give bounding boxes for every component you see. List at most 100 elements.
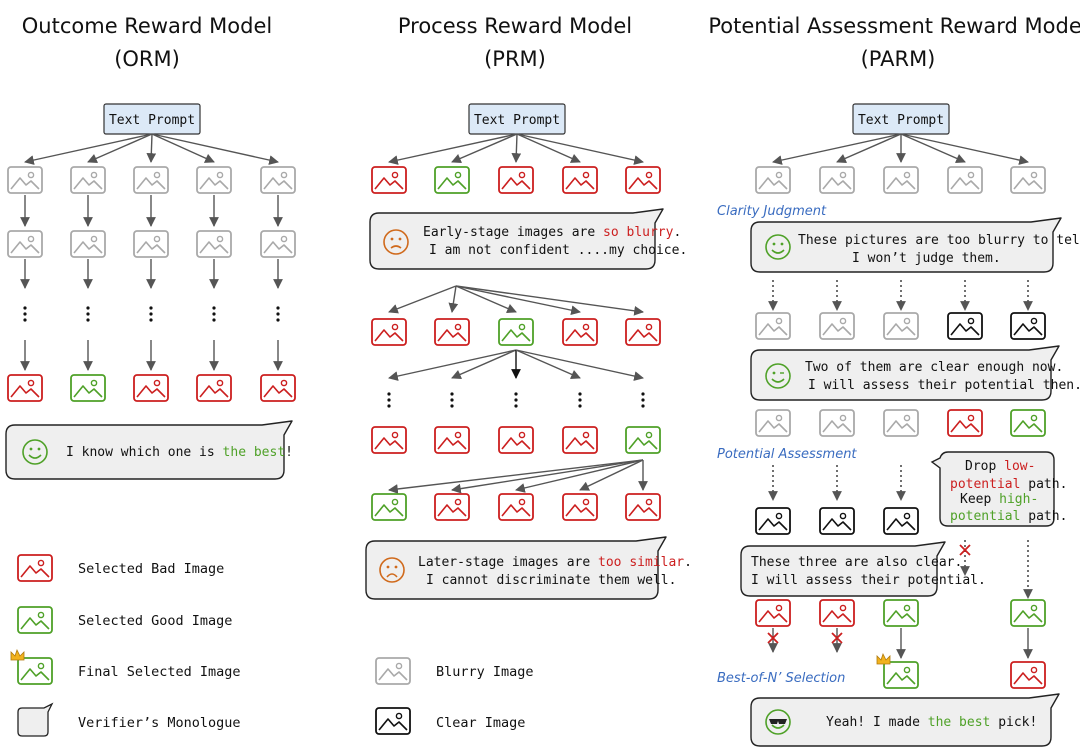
image-frame <box>947 312 983 340</box>
image-sun <box>391 323 399 331</box>
parm-row3-blurry-image <box>755 409 791 437</box>
parm-row4-clear-image <box>755 507 791 535</box>
image-mountain <box>758 610 788 623</box>
dot <box>149 318 153 322</box>
image-frame <box>883 166 919 194</box>
dot <box>641 404 645 408</box>
image-sun <box>280 379 288 387</box>
legend-clear-image-icon <box>375 707 411 735</box>
prm-row4-bad-image <box>498 493 534 521</box>
orm-ellipsis <box>23 306 27 322</box>
prm-sad-face-icon <box>383 229 409 255</box>
image-mountain <box>628 329 658 342</box>
parm-row3-good-image <box>1010 409 1046 437</box>
image-frame <box>562 493 598 521</box>
image-frame <box>260 374 296 402</box>
prm-row4-bad-image <box>434 493 470 521</box>
image-sun <box>967 171 975 179</box>
image-mountain <box>886 323 916 336</box>
prm-prompt-arrow <box>511 133 522 163</box>
prm-fan-arrow <box>579 459 644 491</box>
image-sun <box>1030 604 1038 612</box>
mouth <box>386 573 398 578</box>
eye <box>398 237 402 241</box>
parm-label-best: Best-of-N’ Selection <box>717 671 845 686</box>
image-sun <box>90 171 98 179</box>
image-frame <box>375 707 411 735</box>
image-mountain <box>20 668 50 681</box>
image-frame <box>17 657 53 685</box>
dot <box>450 404 454 408</box>
prm-title-line1: Process Reward Model <box>398 14 632 38</box>
image-mountain <box>136 177 166 190</box>
legend-bad-label: Selected Bad Image <box>78 561 224 577</box>
image-mountain <box>501 504 531 517</box>
dot <box>387 404 391 408</box>
prm-row4-bad-image <box>562 493 598 521</box>
image-frame <box>260 230 296 258</box>
mouth <box>771 724 785 729</box>
orm-prompt-label: Text Prompt <box>109 113 195 128</box>
prm-ellipsis <box>641 392 645 408</box>
prm-fan-arrow <box>388 349 517 381</box>
image-sun <box>90 379 98 387</box>
image-mountain <box>10 241 40 254</box>
image-mountain <box>886 610 916 623</box>
x-stroke <box>767 632 779 644</box>
prm-fan-arrow <box>455 285 644 316</box>
orm-final-bad-image <box>133 374 169 402</box>
orm-row1-blurry-image <box>196 166 232 194</box>
eye <box>390 237 394 241</box>
image-frame <box>562 426 598 454</box>
image-frame <box>375 657 411 685</box>
mouth <box>771 249 785 254</box>
image-frame <box>755 409 791 437</box>
image-sun <box>395 662 403 670</box>
prm-row3-bad-image <box>498 426 534 454</box>
image-mountain <box>1013 610 1043 623</box>
image-mountain <box>565 437 595 450</box>
image-sun <box>27 379 35 387</box>
dot <box>23 318 27 322</box>
prm-ellipsis <box>578 392 582 408</box>
parm-bubble1-line1: These pictures are too blurry to tell. <box>798 233 1080 248</box>
image-frame <box>883 507 919 535</box>
parm-bubble2-line1: Two of them are clear enough now. <box>805 360 1063 375</box>
image-frame <box>196 230 232 258</box>
image-mountain <box>822 323 852 336</box>
image-frame <box>7 166 43 194</box>
image-mountain <box>1013 177 1043 190</box>
image-mountain <box>1013 420 1043 433</box>
parm-row3-bad-image <box>947 409 983 437</box>
prm-frown-face-icon <box>379 557 405 583</box>
prm-row2-good-image <box>498 318 534 346</box>
image-mountain <box>886 518 916 531</box>
parm-bubble3-line1: These three are also clear. <box>751 555 962 570</box>
image-sun <box>1030 666 1038 674</box>
image-sun <box>839 414 847 422</box>
image-frame <box>1010 599 1046 627</box>
image-frame <box>625 426 661 454</box>
parm-bubble4-text: Yeah! I made the best pick! <box>826 715 1037 730</box>
image-sun <box>216 235 224 243</box>
prm-bubble2-line1: Later-stage images are too similar. <box>418 555 692 570</box>
image-sun <box>1030 414 1038 422</box>
prm-fan-arrow <box>515 349 581 379</box>
image-frame <box>1010 661 1046 689</box>
image-frame <box>133 230 169 258</box>
dot <box>450 392 454 396</box>
orm-row2-blurry-image <box>70 230 106 258</box>
dot <box>149 306 153 310</box>
prm-fan-arrow <box>388 285 457 314</box>
image-sun <box>903 512 911 520</box>
parm-wink-face-icon <box>765 363 791 389</box>
face-outline <box>765 234 791 260</box>
parm-row2-clear-image <box>947 312 983 340</box>
image-sun <box>839 512 847 520</box>
image-sun <box>839 171 847 179</box>
parm-title-line2: (PARM) <box>861 47 936 71</box>
image-mountain <box>501 329 531 342</box>
svg-text:Keep high-: Keep high- <box>960 492 1038 507</box>
image-sun <box>903 414 911 422</box>
image-sun <box>153 379 161 387</box>
